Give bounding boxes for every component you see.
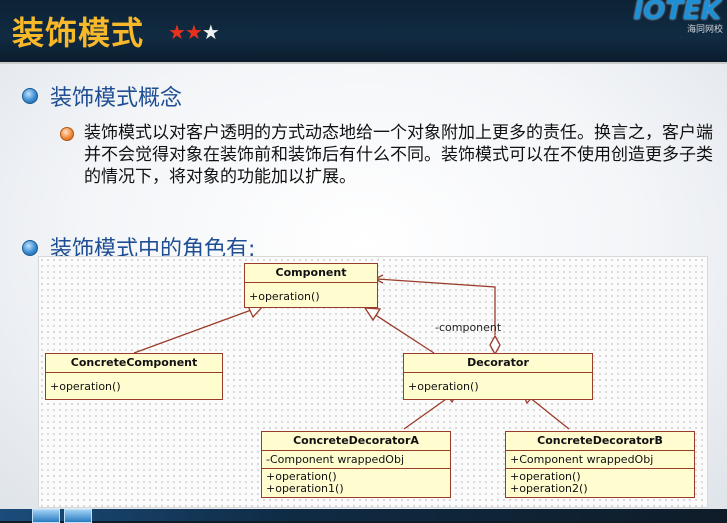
class-name: ConcreteComponent [46, 354, 222, 373]
aggregation-line [376, 278, 496, 335]
operation: +operation1() [266, 482, 344, 495]
operation: +operation() [266, 470, 337, 483]
slide-title: 装饰模式 [12, 14, 145, 52]
class-concrete-component: ConcreteComponent +operation() [45, 353, 223, 400]
slide-footer [0, 509, 727, 521]
class-name: Decorator [404, 354, 592, 373]
class-name: ConcreteDecoratorA [262, 432, 450, 451]
operation: +operation() [50, 380, 121, 393]
generalization-line [133, 308, 255, 354]
logo: IOTEK [633, 0, 721, 26]
class-decorator: Decorator +operation() [403, 353, 593, 400]
generalization-line [373, 313, 435, 354]
sub-bullet-icon [60, 127, 74, 141]
role-label: -component [435, 321, 502, 334]
slide-content: 装饰模式概念 装饰模式以对客户透明的方式动态地给一个对象附加上更多的责任。换言之… [0, 64, 727, 509]
class-concrete-decorator-a: ConcreteDecoratorA -Component wrappedObj… [261, 431, 451, 498]
bullet-icon [22, 240, 38, 256]
class-operations: +operation() [404, 373, 592, 399]
operation: +operation2() [510, 482, 588, 495]
class-name: ConcreteDecoratorB [506, 432, 694, 451]
class-operations: +operation() [46, 373, 222, 399]
concept-paragraph: 装饰模式以对客户透明的方式动态地给一个对象附加上更多的责任。换言之，客户端并不会… [84, 123, 713, 187]
class-attribute: +Component wrappedObj [506, 451, 694, 469]
aggregation-diamond [489, 334, 501, 356]
generalization-arrowhead [363, 307, 382, 322]
section-heading-concept: 装饰模式概念 [50, 86, 183, 111]
star-icon: ★ [184, 20, 203, 44]
operation: +operation() [249, 290, 320, 303]
class-operations: +operation() +operation1() [262, 469, 450, 497]
star-icon: ★ [201, 20, 220, 44]
uml-class-diagram: -component Component +operation() Concre… [38, 256, 708, 508]
class-component: Component +operation() [244, 263, 378, 308]
class-operations: +operation() [245, 283, 377, 307]
slide-header: 装饰模式 ★★★ IOTEK 海同网校 [0, 0, 727, 64]
generalization-line [403, 396, 450, 430]
operation: +operation() [510, 470, 581, 483]
generalization-line [528, 396, 570, 430]
class-operations: +operation() +operation2() [506, 469, 694, 497]
logo-subtitle: 海同网校 [686, 25, 723, 35]
class-attribute: -Component wrappedObj [262, 451, 450, 469]
class-name: Component [245, 264, 377, 283]
class-concrete-decorator-b: ConcreteDecoratorB +Component wrappedObj… [505, 431, 695, 498]
difficulty-stars: ★★★ [168, 20, 220, 44]
star-icon: ★ [168, 20, 186, 44]
bullet-icon [22, 88, 38, 104]
operation: +operation() [408, 380, 479, 393]
